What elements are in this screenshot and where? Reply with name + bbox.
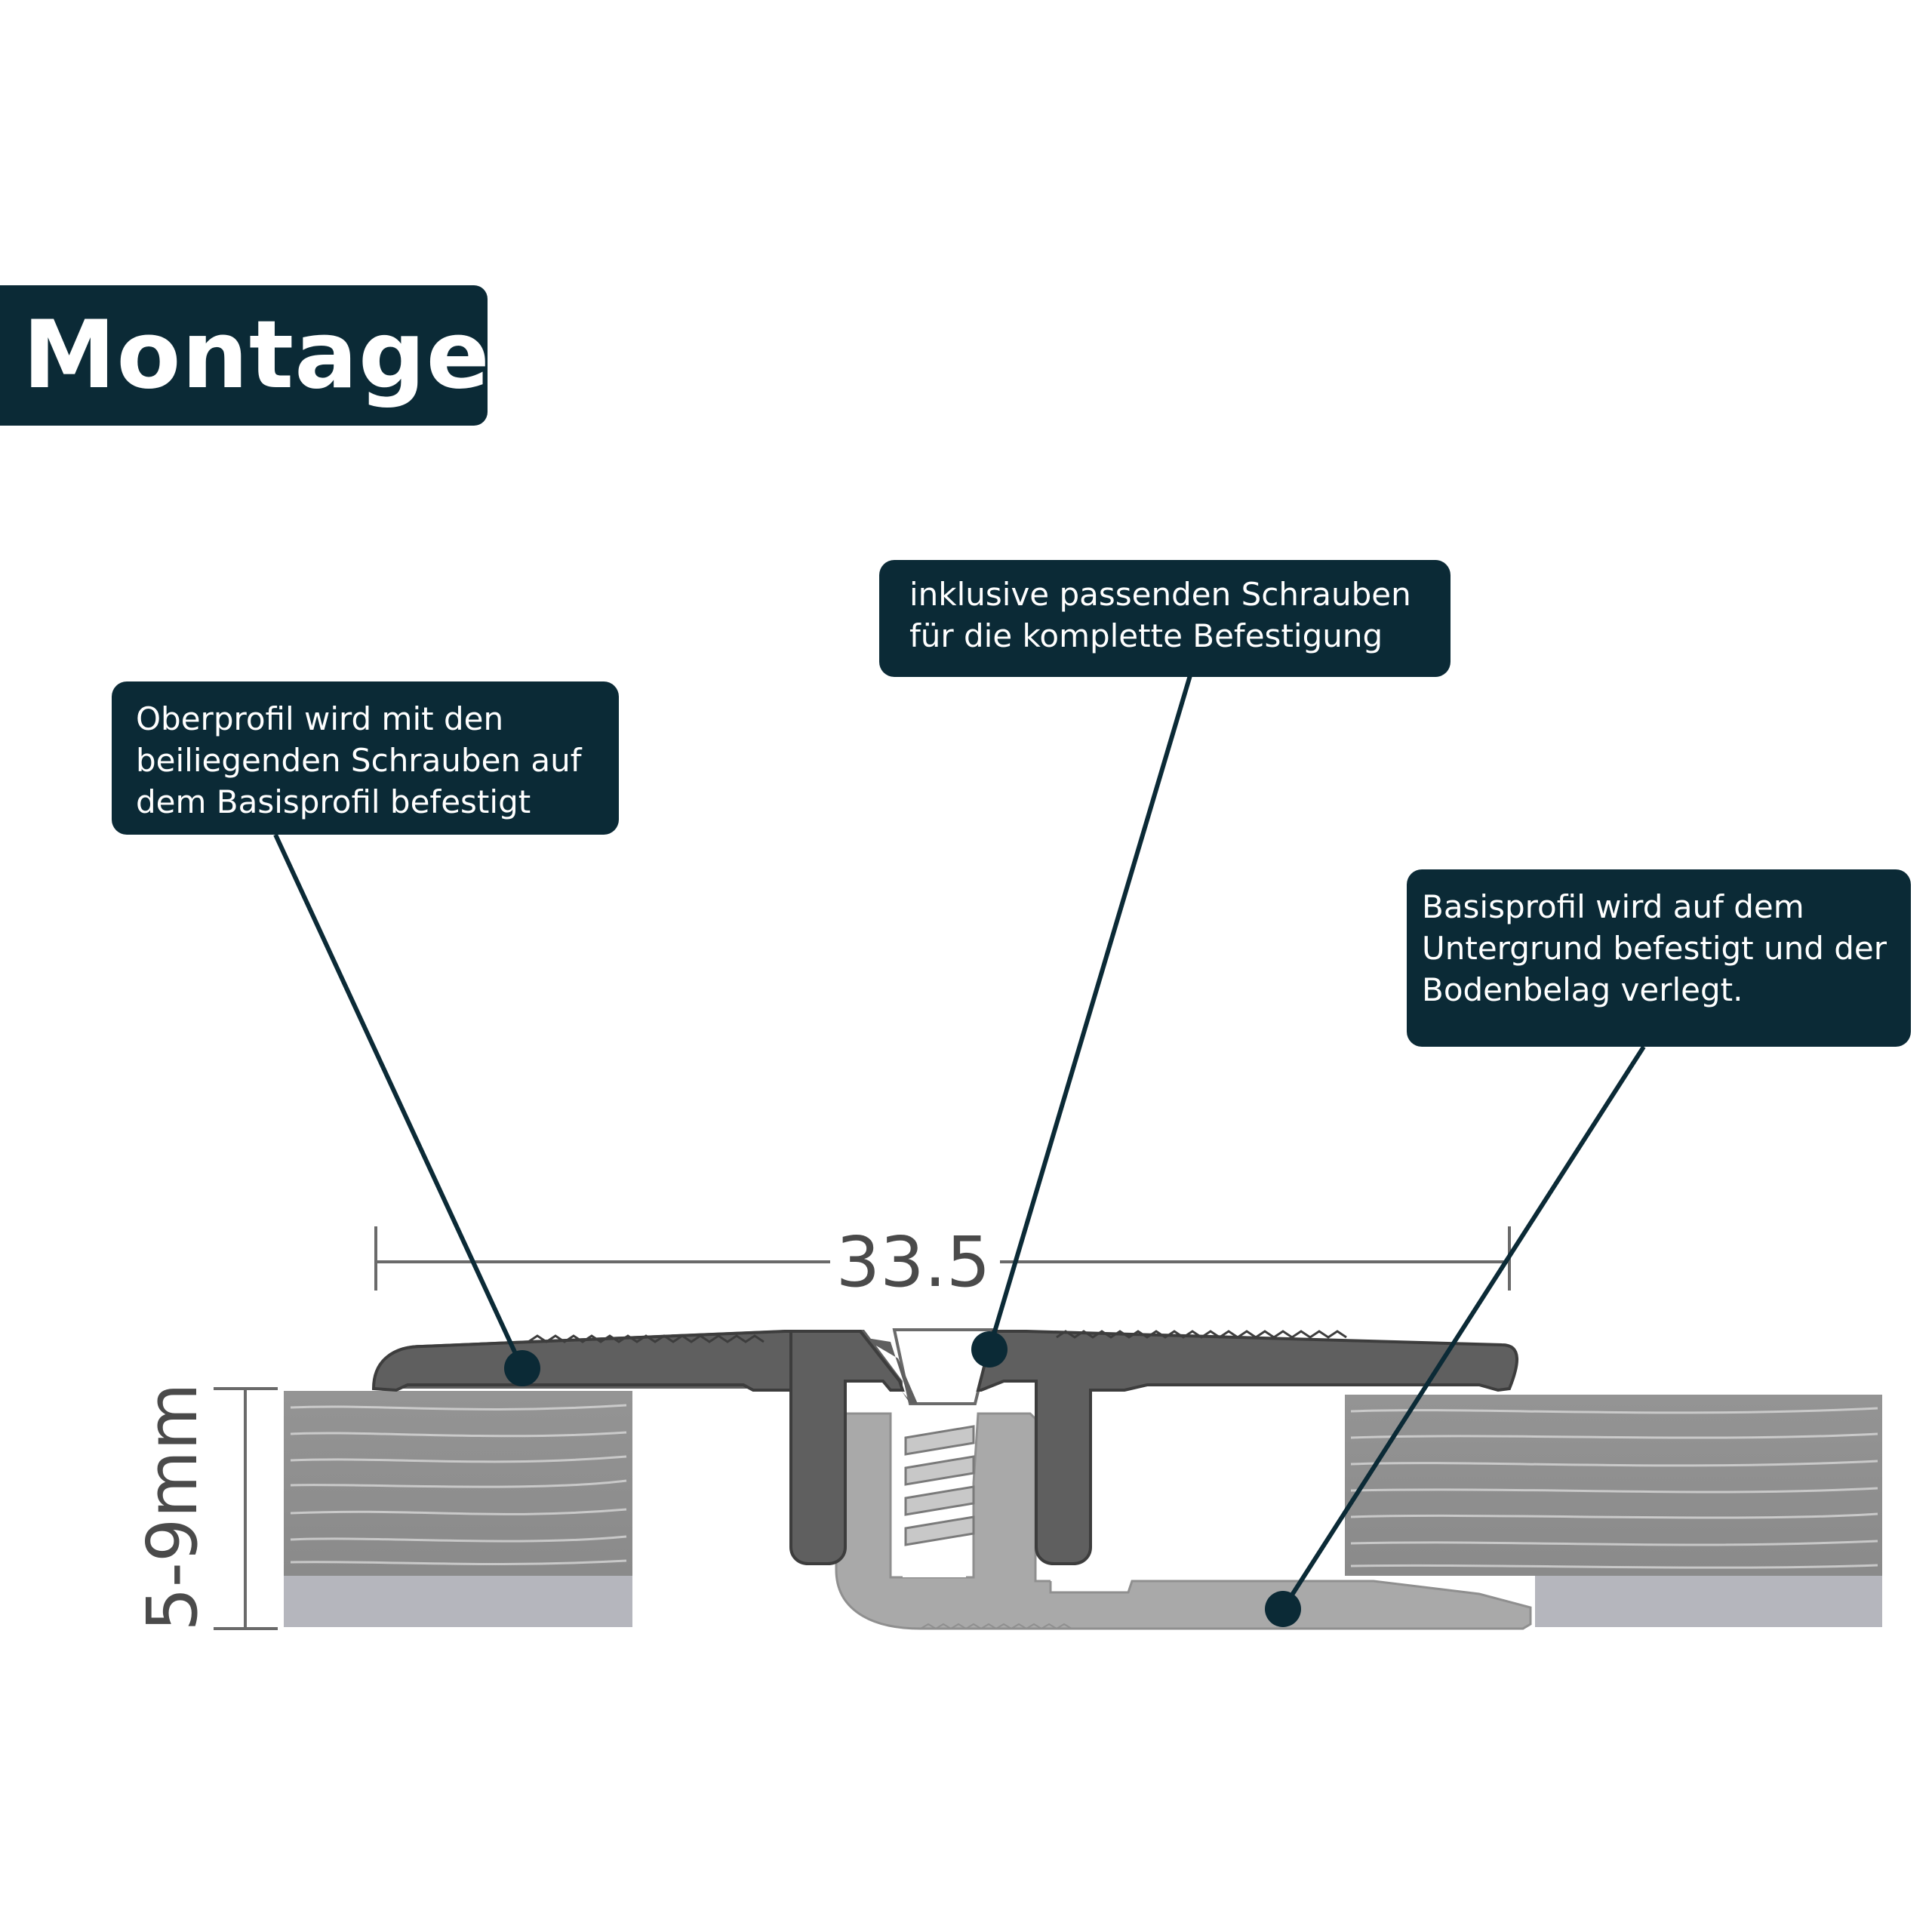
- width-label: 33.5: [836, 1222, 991, 1303]
- leader-dots: [504, 1331, 1301, 1627]
- title-banner: Montage:: [0, 285, 528, 426]
- callout-base-profile: Basisprofil wird auf dem Untergrund befe…: [1407, 869, 1911, 1047]
- leader-lines: [273, 675, 1646, 1611]
- base-profile: [835, 1412, 1532, 1630]
- screw: [892, 1328, 995, 1577]
- callout-top-profile: Oberprofil wird mit den beiliegenden Sch…: [112, 681, 619, 835]
- height-dimension: [214, 1387, 278, 1630]
- floor-left: [284, 1391, 632, 1627]
- callout-screws: inklusive passenden Schrauben für die ko…: [879, 560, 1451, 677]
- height-label: 5-9mm: [132, 1383, 213, 1632]
- page-title: Montage:: [23, 301, 529, 410]
- top-profile: [371, 1330, 1518, 1565]
- top-profile-marker: [504, 1350, 540, 1386]
- base-profile-marker: [1265, 1591, 1301, 1627]
- floor-right: [1345, 1395, 1882, 1627]
- screw-marker: [971, 1331, 1008, 1367]
